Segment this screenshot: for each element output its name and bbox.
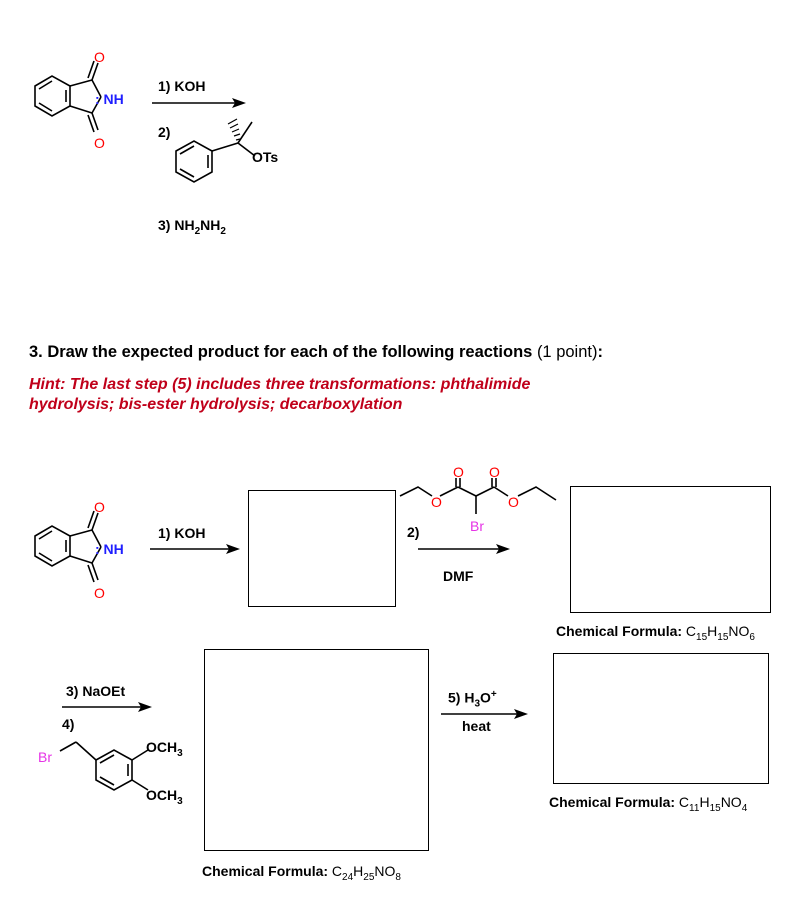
carbonyl-o-top: O — [94, 49, 105, 65]
carbonyl-o-bottom: O — [94, 135, 105, 151]
answer-box-4[interactable] — [553, 653, 769, 784]
br-label-2: Br — [38, 749, 52, 765]
och3-label-1: OCH3 — [146, 739, 183, 759]
reaction2-step3: 3) NaOEt — [66, 683, 126, 699]
reaction2-step1: 1) KOH — [158, 525, 206, 541]
question3-title: 3. Draw the expected product for each of… — [29, 343, 603, 361]
br-label: Br — [470, 518, 484, 534]
reaction2-step2: 2) — [407, 524, 420, 540]
reaction2-step4: 4) — [62, 716, 75, 732]
hint-line2: hydrolysis; bis-ester hydrolysis; decarb… — [29, 396, 403, 413]
answer-box-1[interactable] — [248, 490, 396, 607]
reaction1-step3: 3) NH2NH2 — [158, 217, 226, 237]
formula-3: Chemical Formula: C11H15NO4 — [549, 794, 748, 814]
och3-label-2: OCH3 — [146, 787, 183, 807]
carbonyl-o-bottom-2: O — [94, 585, 105, 601]
ester-o-1: O — [431, 494, 442, 510]
formula-2: Chemical Formula: C24H25NO8 — [202, 863, 401, 883]
carbonyl-o-3: O — [453, 464, 464, 480]
carbonyl-o-4: O — [489, 464, 500, 480]
ots-label: OTs — [252, 149, 278, 165]
reaction2-heat: heat — [462, 718, 491, 734]
reaction1-step2: 2) — [158, 124, 171, 140]
nh-label-2: : NH — [95, 541, 124, 557]
reaction2-solvent: DMF — [443, 568, 474, 584]
nh-label: : NH — [95, 91, 124, 107]
reaction1-step1: 1) KOH — [158, 78, 206, 94]
formula-1: Chemical Formula: C15H15NO6 — [556, 623, 755, 643]
carbonyl-o-top-2: O — [94, 499, 105, 515]
hint-line1: Hint: The last step (5) includes three t… — [29, 376, 531, 393]
ester-o-2: O — [508, 494, 519, 510]
reaction2-step5: 5) H3O+ — [448, 689, 497, 710]
answer-box-3[interactable] — [204, 649, 429, 851]
answer-box-2[interactable] — [570, 486, 771, 613]
